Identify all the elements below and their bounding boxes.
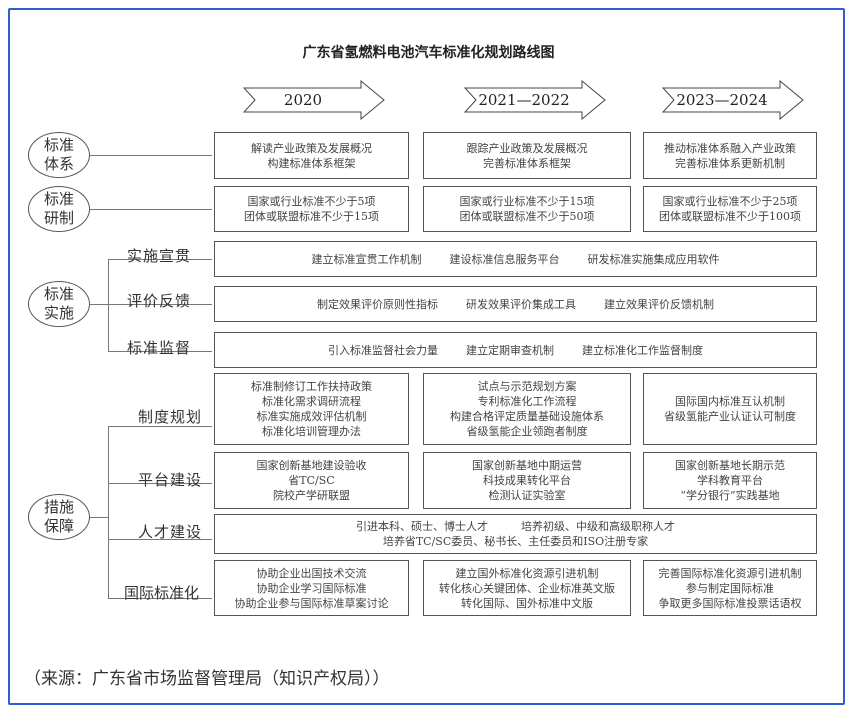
connector-line	[108, 598, 212, 599]
sub-label: 实施宣贯	[127, 247, 192, 265]
sub-label: 平台建设	[138, 471, 203, 489]
period-arrow-2020: 2020	[243, 80, 385, 120]
box-impl-evaluation: 制定效果评价原则性指标研发效果评价集成工具建立效果评价反馈机制	[214, 286, 817, 322]
box-impl-promotion: 建立标准宣贯工作机制建设标准信息服务平台研发标准实施集成应用软件	[214, 241, 817, 277]
connector-line	[90, 209, 212, 210]
source-caption: （来源：广东省市场监督管理局（知识产权局））	[24, 669, 390, 689]
diagram-title: 广东省氢燃料电池汽车标准化规划路线图	[302, 45, 555, 61]
box-dev-2020: 国家或行业标准不少于5项团体或联盟标准不少于15项	[214, 186, 409, 232]
connector-line	[108, 351, 212, 352]
sub-label: 评价反馈	[127, 292, 192, 310]
connector-line	[90, 304, 108, 305]
sub-label: 制度规划	[138, 408, 203, 426]
sub-label: 标准监督	[127, 339, 192, 357]
sub-label: 人才建设	[138, 523, 203, 541]
box-dev-2023: 国家或行业标准不少于25项团体或联盟标准不少于100项	[643, 186, 817, 232]
box-planning-2023: 国际国内标准互认机制省级氢能产业认证认可制度	[643, 373, 817, 445]
connector-line	[90, 517, 108, 518]
period-arrow-2023-2024: 2023—2024	[662, 80, 804, 120]
box-system-2021: 跟踪产业政策及发展概况完善标准体系框架	[423, 132, 631, 179]
period-label: 2021—2022	[478, 91, 570, 109]
box-impl-supervision: 引入标准监督社会力量建立定期审查机制建立标准化工作监督制度	[214, 332, 817, 368]
connector-line	[108, 539, 212, 540]
connector-line	[90, 155, 212, 156]
period-arrow-2021-2022: 2021—2022	[464, 80, 606, 120]
period-label: 2020	[283, 91, 323, 109]
sub-label: 国际标准化	[124, 584, 200, 602]
box-talent: 引进本科、硕士、博士人才 培养初级、中级和高级职称人才培养省TC/SC委员、秘书…	[214, 514, 817, 554]
bracket-line	[108, 426, 109, 598]
box-international-2023: 完善国际标准化资源引进机制参与制定国际标准争取更多国际标准投票话语权	[643, 560, 817, 616]
bracket-line	[108, 259, 109, 351]
category-standard-implementation: 标准实施	[28, 281, 90, 327]
box-dev-2021: 国家或行业标准不少于15项团体或联盟标准不少于50项	[423, 186, 631, 232]
connector-line	[108, 259, 212, 260]
box-planning-2020: 标准制修订工作扶持政策标准化需求调研流程标准实施成效评估机制标准化培训管理办法	[214, 373, 409, 445]
box-platform-2021: 国家创新基地中期运营科技成果转化平台检测认证实验室	[423, 452, 631, 509]
box-planning-2021: 试点与示范规划方案专利标准化工作流程构建合格评定质量基础设施体系省级氢能企业领跑…	[423, 373, 631, 445]
connector-line	[108, 426, 212, 427]
category-measures: 措施保障	[28, 494, 90, 540]
connector-line	[108, 304, 212, 305]
box-international-2021: 建立国外标准化资源引进机制转化核心关键团体、企业标准英文版转化国际、国外标准中文…	[423, 560, 631, 616]
box-system-2020: 解读产业政策及发展概况构建标准体系框架	[214, 132, 409, 179]
category-standard-system: 标准体系	[28, 132, 90, 178]
box-international-2020: 协助企业出国技术交流协助企业学习国际标准协助企业参与国际标准草案讨论	[214, 560, 409, 616]
connector-line	[108, 483, 212, 484]
box-platform-2023: 国家创新基地长期示范学科教育平台“学分银行”实践基地	[643, 452, 817, 509]
category-standard-development: 标准研制	[28, 186, 90, 232]
period-label: 2023—2024	[676, 91, 768, 109]
box-system-2023: 推动标准体系融入产业政策完善标准体系更新机制	[643, 132, 817, 179]
